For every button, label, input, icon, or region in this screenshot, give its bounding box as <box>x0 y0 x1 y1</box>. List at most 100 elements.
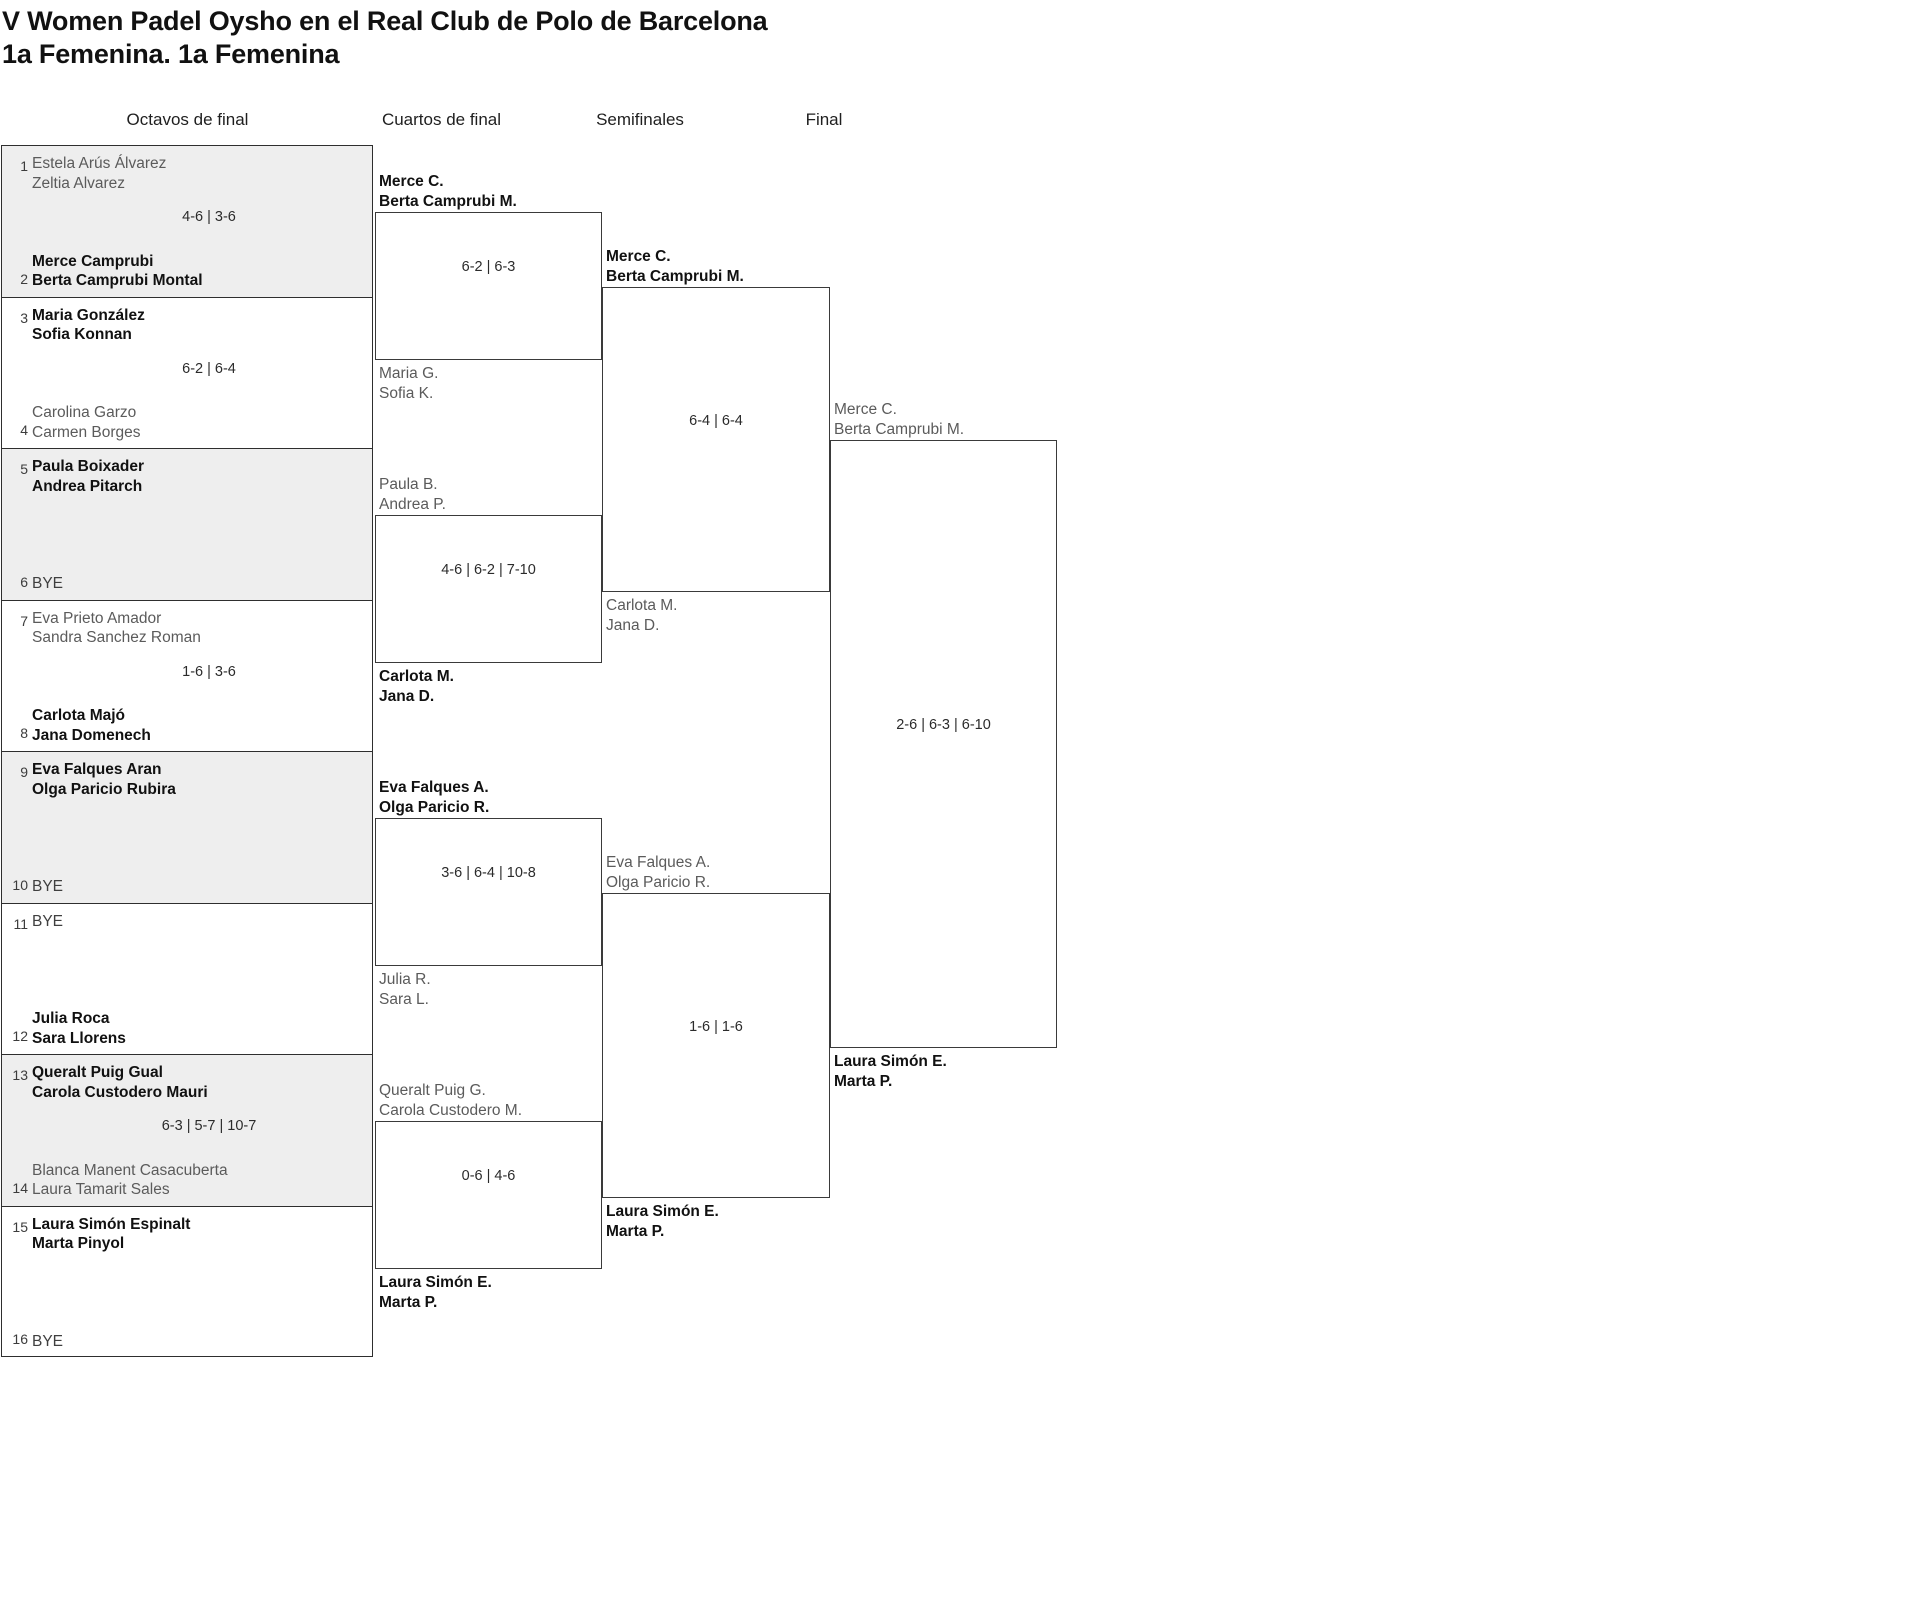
player-name: Marta P. <box>834 1072 893 1090</box>
player-name: Laura Simón E. <box>606 1203 719 1220</box>
player-name: Jana D. <box>379 687 435 705</box>
player-name: Sara Llorens <box>32 1029 126 1047</box>
match-score: 2-6 | 6-3 | 6-10 <box>896 717 991 733</box>
team-names: BYE <box>32 912 366 932</box>
final-match-box[interactable]: 2-6 | 6-3 | 6-10 <box>830 440 1057 1048</box>
player-name: Olga Paricio R. <box>606 873 711 891</box>
match-score: 1-6 | 3-6 <box>182 663 236 680</box>
player-name: BYE <box>32 1332 64 1350</box>
seed-number: 6 <box>20 573 28 590</box>
final-team-top: Merce C.Berta Camprubi M. <box>834 400 964 439</box>
seed-number: 11 <box>13 915 28 932</box>
match-score: 3-6 | 6-4 | 10-8 <box>441 865 536 881</box>
player-name: Paula B. <box>379 476 438 493</box>
final-team-bottom: Laura Simón E. Marta P. <box>834 1052 947 1091</box>
player-name: Olga Paricio Rubira <box>32 780 176 798</box>
seed-number: 2 <box>20 270 28 287</box>
round-heading-semifinales: Semifinales <box>596 110 684 129</box>
seed-number: 9 <box>20 764 28 780</box>
team-names: BYE <box>32 1332 366 1352</box>
player-name: Carmen Borges <box>32 423 141 441</box>
player-name: Queralt Puig Gual <box>32 1064 163 1081</box>
player-name: Carolina Garzo <box>32 404 137 421</box>
round3-match-box[interactable]: 6-4 | 6-4 <box>602 287 830 592</box>
seed-number: 5 <box>20 461 28 477</box>
round2-match-box[interactable]: 0-6 | 4-6 <box>375 1121 602 1269</box>
player-name: Jana Domenech <box>32 726 151 744</box>
player-name: Queralt Puig G. <box>379 1082 486 1099</box>
player-name: Carlota M. <box>379 668 454 685</box>
player-name: Carlota M. <box>606 597 678 614</box>
player-name: Zeltia Alvarez <box>32 174 126 192</box>
player-name: Berta Camprubi Montal <box>32 272 203 289</box>
match-score: 1-6 | 1-6 <box>689 1018 743 1035</box>
seed-number: 3 <box>20 309 28 326</box>
player-name: Eva Falques A. <box>379 779 489 796</box>
player-name: Carola Custodero Mauri <box>32 1083 208 1101</box>
round2-match-box[interactable]: 3-6 | 6-4 | 10-8 <box>375 818 602 966</box>
team-names: BYE <box>32 574 366 594</box>
player-name: BYE <box>32 575 64 592</box>
player-name: Merce C. <box>834 401 897 418</box>
player-name: Laura Simón E. <box>834 1053 947 1070</box>
match-score: 0-6 | 4-6 <box>461 1168 516 1184</box>
round2-match-box[interactable]: 4-6 | 6-2 | 7-10 <box>375 515 602 663</box>
seed-number: 13 <box>12 1067 28 1083</box>
seed-number: 7 <box>20 612 28 629</box>
seed-number: 14 <box>12 1179 28 1196</box>
round3-team-top: Eva Falques A.Olga Paricio R. <box>606 853 710 892</box>
player-name: Andrea Pitarch <box>32 477 143 495</box>
seed-number: 12 <box>12 1028 28 1044</box>
player-name: Merce Camprubi <box>32 252 154 270</box>
team-names: BYE <box>32 877 366 897</box>
round2-team-bottom: Laura Simón E.Marta P. <box>379 1273 492 1312</box>
match-score: 6-2 | 6-3 <box>461 259 516 275</box>
player-name: Julia Roca <box>32 1010 110 1027</box>
player-name: Laura Simón Espinalt <box>32 1215 191 1233</box>
round-heading-octavos: Octavos de final <box>126 110 249 129</box>
tournament-title: V Women Padel Oysho en el Real Club de P… <box>2 6 768 36</box>
player-name: Andrea P. <box>379 495 446 513</box>
round3-match-box[interactable]: 1-6 | 1-6 <box>602 893 830 1198</box>
round2-match-box[interactable]: 6-2 | 6-3 <box>375 212 602 360</box>
player-name: Merce C. <box>606 248 671 265</box>
player-name: Marta P. <box>379 1293 438 1311</box>
player-name: Maria G. <box>379 365 439 382</box>
player-name: Berta Camprubi M. <box>379 192 517 210</box>
round2-team-top: Queralt Puig G.Carola Custodero M. <box>379 1081 522 1120</box>
